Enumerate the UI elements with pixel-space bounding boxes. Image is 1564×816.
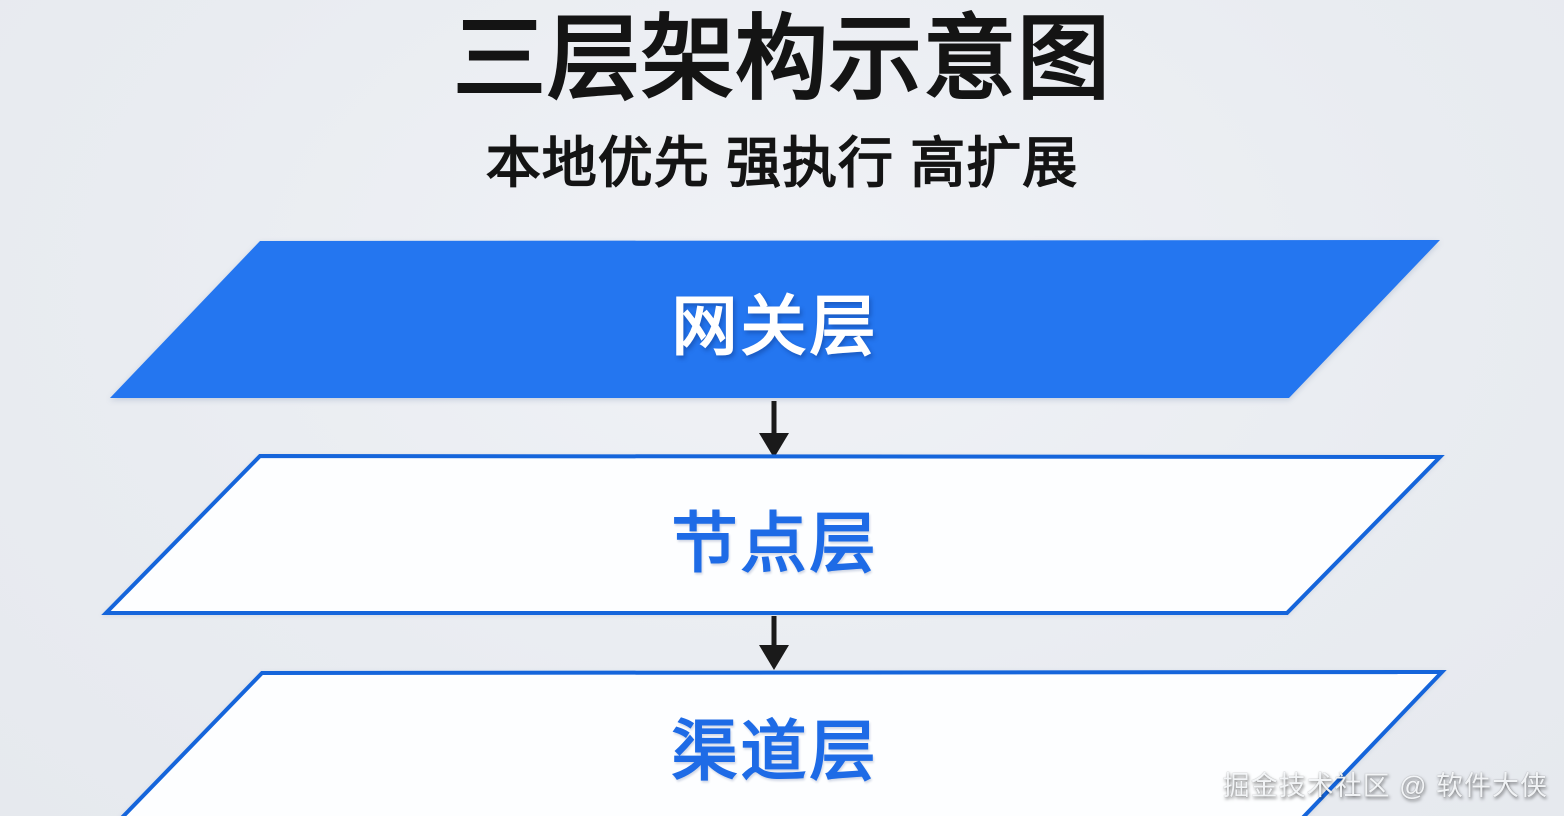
layer-label-channel: 渠道层: [671, 714, 879, 788]
down-arrow-2-head: [759, 645, 789, 670]
down-arrow-2: [759, 616, 789, 670]
down-arrow-1-head: [759, 433, 789, 458]
gateway-layer-shape: [110, 240, 1440, 398]
node-layer-shape: [101, 453, 1445, 615]
layer-label-gateway: 网关层: [671, 289, 879, 363]
channel-layer-shape: [120, 669, 1447, 816]
watermark: 掘金技术社区 @ 软件大侠: [1222, 771, 1548, 801]
down-arrow-1: [759, 401, 789, 458]
layer-label-node: 节点层: [671, 506, 879, 580]
page-title: 三层架构示意图: [453, 7, 1111, 111]
subtitle: 本地优先 强执行 高扩展: [485, 132, 1079, 194]
